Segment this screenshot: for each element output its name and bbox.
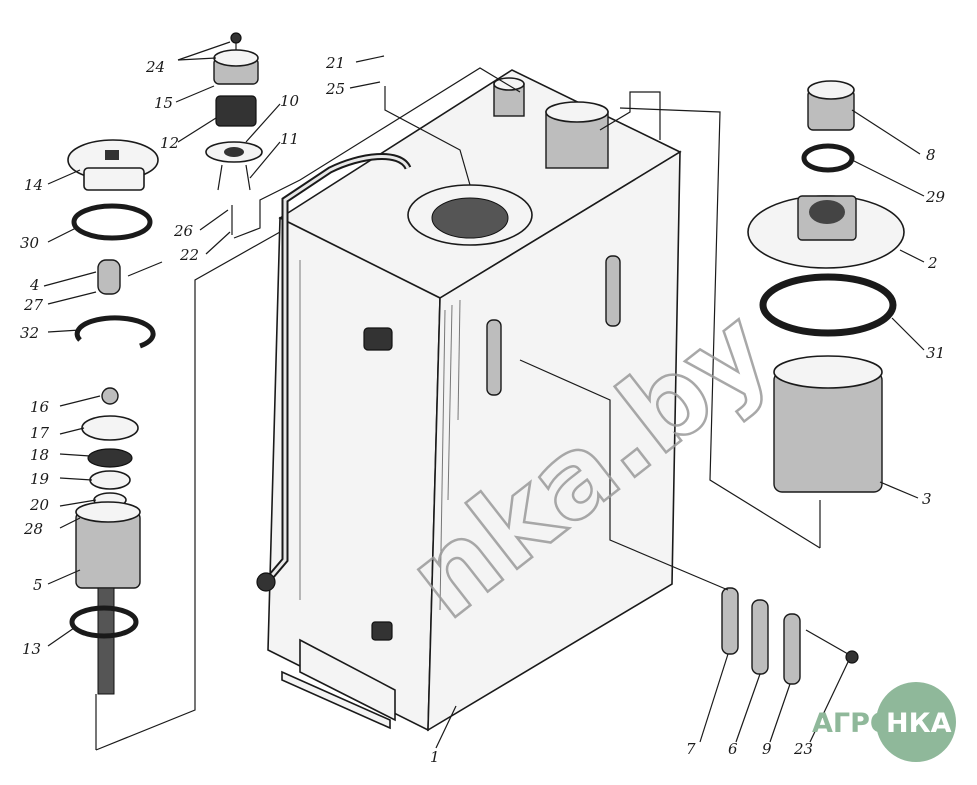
label-12: 12: [160, 134, 179, 152]
label-25: 25: [325, 80, 345, 98]
leader-lines: [43, 41, 925, 749]
label-31: 31: [926, 344, 945, 362]
label-8: 8: [926, 146, 936, 164]
label-13: 13: [22, 640, 41, 658]
logo-text-left: АГРО: [812, 708, 893, 739]
label-4: 4: [29, 276, 40, 294]
label-27: 27: [23, 296, 44, 314]
label-29: 29: [925, 188, 946, 206]
assembly-lines: [95, 67, 821, 751]
right-parts-stack: [721, 80, 905, 685]
tank-body: [256, 69, 682, 732]
label-28: 28: [23, 520, 43, 538]
part-labels: 1 2 3 4 5 6 7 8 9 10 11 12 13 14 15 16 1…: [20, 54, 946, 766]
label-20: 20: [29, 496, 50, 514]
label-21: 21: [325, 54, 345, 72]
label-10: 10: [280, 92, 300, 110]
logo-circle: [876, 682, 956, 762]
label-3: 3: [922, 490, 932, 508]
label-19: 19: [30, 470, 50, 488]
label-26: 26: [173, 222, 194, 240]
label-24: 24: [145, 58, 165, 76]
label-1: 1: [430, 748, 440, 766]
left-parts-stack: [67, 32, 263, 695]
label-22: 22: [179, 246, 199, 264]
label-6: 6: [728, 740, 738, 758]
logo-text-right: НКА: [886, 708, 952, 739]
label-14: 14: [24, 176, 43, 194]
label-11: 11: [280, 130, 299, 148]
label-18: 18: [30, 446, 49, 464]
label-30: 30: [20, 234, 40, 252]
label-16: 16: [30, 398, 50, 416]
agronka-logo: АГРО НКА: [812, 682, 956, 762]
label-15: 15: [154, 94, 173, 112]
label-17: 17: [30, 424, 50, 442]
label-5: 5: [33, 576, 43, 594]
label-9: 9: [762, 740, 772, 758]
label-7: 7: [686, 740, 696, 758]
label-2: 2: [927, 254, 938, 272]
label-23: 23: [793, 740, 813, 758]
label-32: 32: [20, 324, 39, 342]
